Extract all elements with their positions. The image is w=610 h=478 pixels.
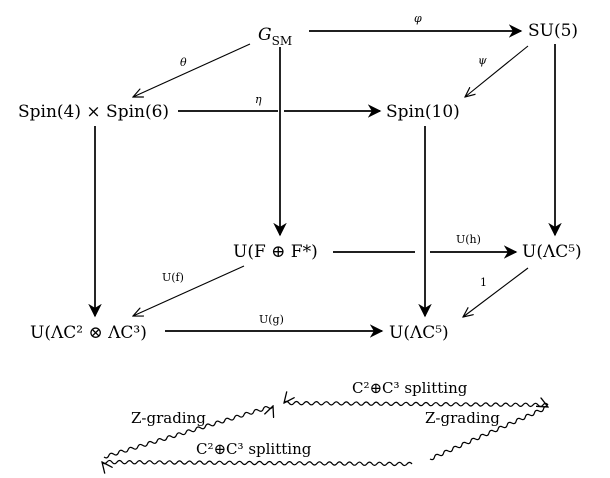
label-grading-right: Z-grading: [425, 409, 500, 427]
node-su5: SU(5): [528, 21, 578, 41]
label-phi: φ: [414, 12, 422, 25]
node-spin10: Spin(10): [386, 102, 460, 122]
label-uh: U(h): [456, 233, 481, 246]
wavy-edge-splitting-bottom: [102, 459, 413, 465]
node-u-lc2-lc3: U(ΛC² ⊗ ΛC³): [30, 323, 147, 343]
edge-psi: [465, 45, 529, 97]
node-u-lc5-bottom: U(ΛC⁵): [389, 323, 449, 343]
edge-uf: [133, 265, 245, 316]
label-splitting-top: C²⊕C³ splitting: [352, 379, 468, 397]
edge-one: [463, 267, 529, 317]
node-u-lc5-top: U(ΛC⁵): [522, 242, 582, 262]
edge-theta: [133, 43, 251, 97]
node-spin4-x-spin6: Spin(4) × Spin(6): [18, 102, 169, 122]
label-splitting-bottom: C²⊕C³ splitting: [196, 440, 312, 458]
label-psi: ψ: [478, 54, 487, 67]
wavy-edge-grading-right: [429, 406, 548, 461]
node-u-f-fstar: U(F ⊕ F*): [233, 242, 318, 262]
wavy-edge-splitting-top: [284, 401, 549, 408]
label-uf: U(f): [162, 271, 184, 284]
label-eta: η: [255, 93, 262, 106]
label-theta: θ: [180, 56, 187, 69]
label-grading-left: Z-grading: [131, 409, 206, 427]
label-ug: U(g): [259, 313, 284, 326]
wavy-edge-grading-left: [103, 406, 273, 459]
node-g-sm: GSM: [258, 25, 292, 48]
label-one: 1: [480, 276, 487, 289]
